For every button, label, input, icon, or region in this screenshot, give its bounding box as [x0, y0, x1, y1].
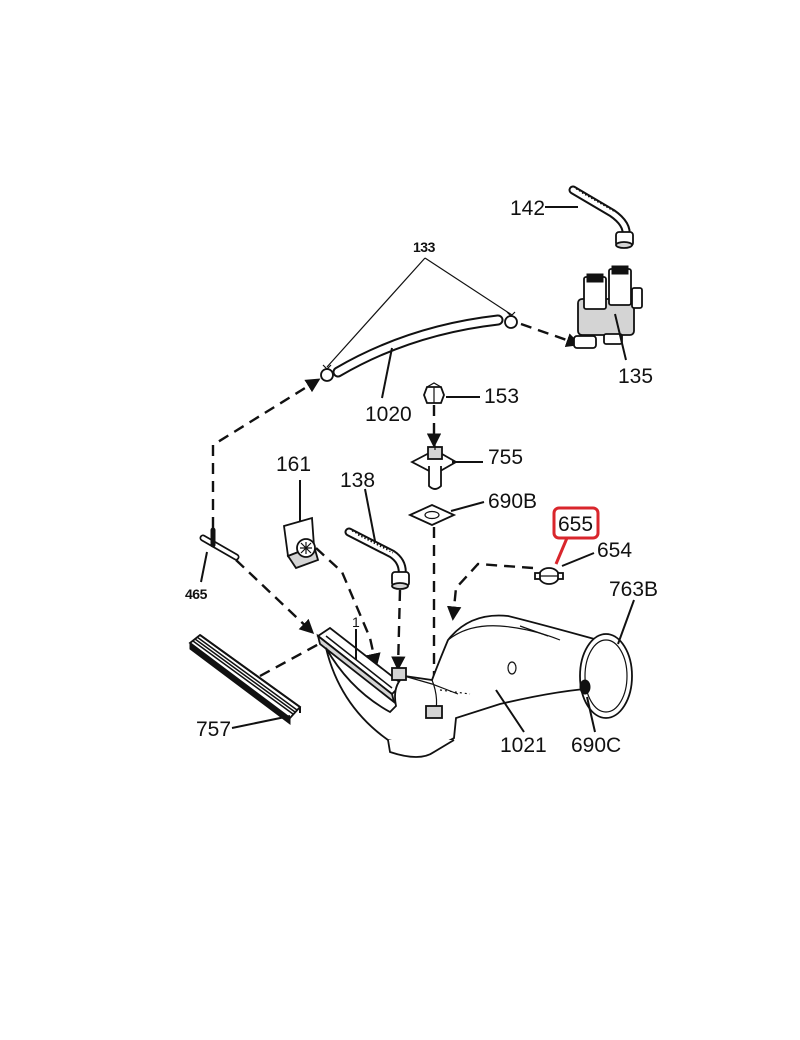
callout-690C: 690C	[571, 734, 621, 757]
leader-135	[614, 313, 627, 361]
part-690B-gasket	[407, 504, 457, 526]
leader-133-left	[326, 257, 426, 368]
part-153-nut	[423, 382, 445, 404]
part-465-pin	[199, 527, 240, 561]
leader-1020	[381, 347, 393, 399]
part-1020-hose	[332, 314, 504, 378]
flow-1020-to-135	[520, 322, 581, 347]
part-1021-housing	[325, 614, 632, 758]
callout-757: 757	[196, 718, 231, 741]
callout-138: 138	[340, 469, 375, 492]
part-690C-grommet	[579, 679, 591, 695]
callout-1020: 1020	[365, 403, 412, 426]
part-654-plug	[534, 567, 564, 585]
part-757-filter	[188, 633, 302, 725]
leader-690B	[450, 501, 485, 512]
part-135-valve	[573, 265, 643, 349]
leader-763B	[617, 599, 635, 645]
part-142-tube	[568, 185, 634, 249]
part-161-heater	[283, 516, 320, 570]
callout-763B: 763B	[609, 578, 658, 601]
leader-1021	[495, 689, 525, 733]
leader-757	[231, 715, 291, 729]
flow-757-to-1	[259, 636, 331, 678]
callout-690B: 690B	[488, 490, 537, 513]
callout-655: 655	[558, 513, 593, 536]
flow-465-to-133	[211, 378, 321, 528]
callout-1021: 1021	[500, 734, 547, 757]
flow-138-to-1021	[391, 589, 406, 671]
highlight-box-655	[552, 506, 600, 540]
callout-153: 153	[484, 385, 519, 408]
part-133-clamp-left	[320, 364, 334, 382]
callout-654: 654	[597, 539, 632, 562]
leader-690C	[586, 696, 596, 733]
callout-161: 161	[276, 453, 311, 476]
part-1-spray-arm	[316, 626, 404, 705]
callout-1: 1	[352, 614, 360, 630]
part-133-clamp-right	[504, 311, 518, 329]
flow-654-to-1021	[446, 562, 534, 621]
part-763B-seal	[579, 633, 633, 719]
callout-465: 465	[185, 586, 208, 602]
flow-465-to-1	[235, 559, 315, 634]
leader-655	[554, 537, 569, 565]
callout-133: 133	[413, 239, 436, 255]
leader-654	[561, 552, 595, 567]
leader-465	[200, 551, 208, 583]
part-138-tube	[344, 527, 410, 590]
leader-133-right	[424, 257, 513, 316]
callout-755: 755	[488, 446, 523, 469]
callout-135: 135	[618, 365, 653, 388]
callout-142: 142	[510, 197, 545, 220]
leader-138	[364, 488, 376, 542]
part-755-sensor	[410, 440, 458, 490]
